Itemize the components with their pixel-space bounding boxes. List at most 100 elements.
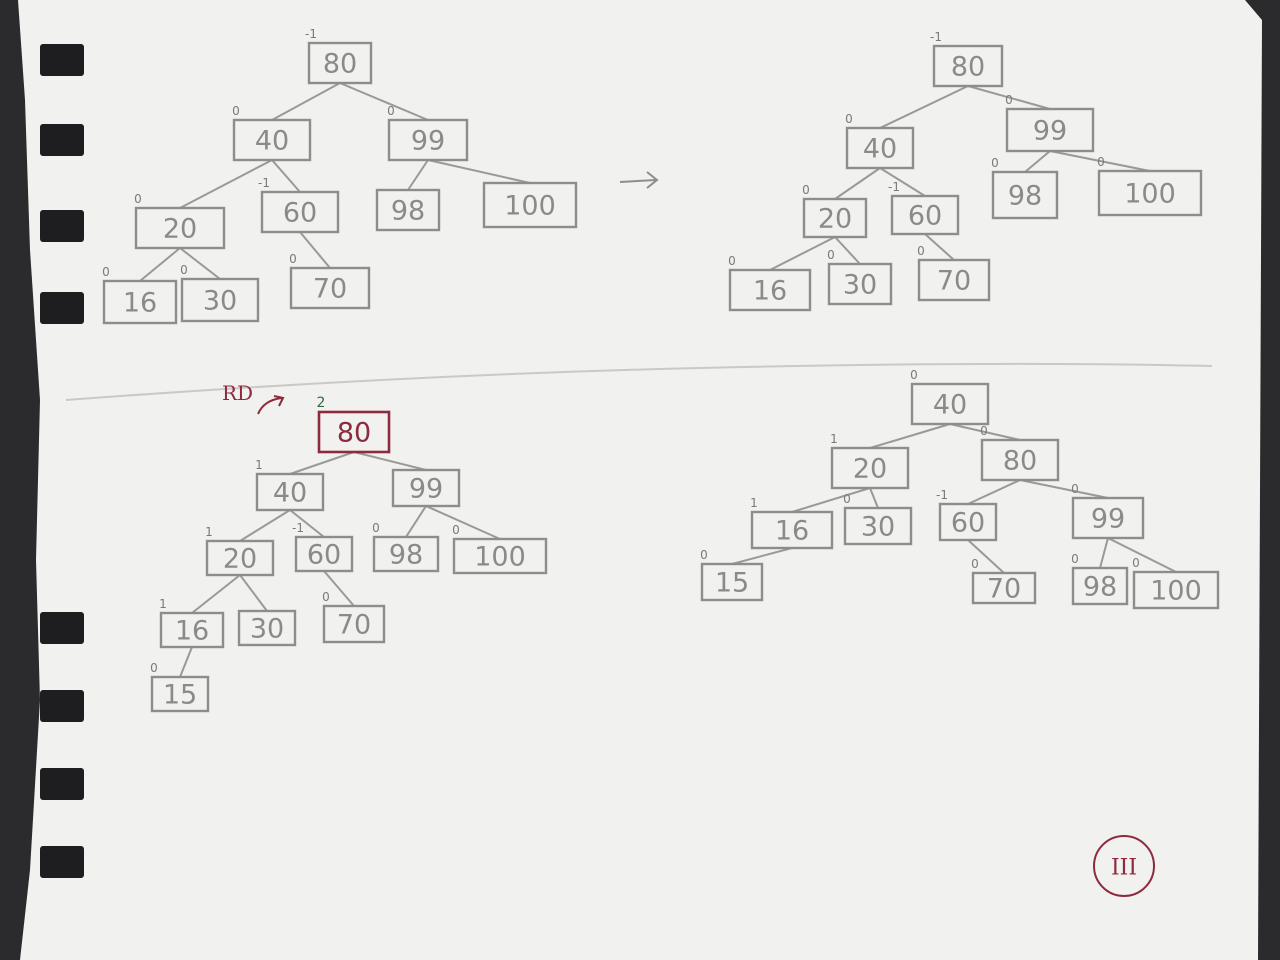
node-box [205,539,275,577]
balance-factor: 0 [372,521,380,535]
node-label: 20 [223,544,257,575]
node-box [843,506,913,546]
node-box [971,571,1037,605]
node-label: 70 [937,266,971,297]
tree-edge [353,451,427,471]
node-box [180,277,260,323]
tree-node-20: 200 [134,192,226,250]
tree-node-98: 98 [375,188,441,232]
node-label: 98 [389,540,423,571]
node-label: 98 [1083,572,1117,603]
balance-factor: 0 [700,548,708,562]
balance-factor: 0 [910,368,918,382]
node-label: 20 [853,454,887,485]
balance-factor: -1 [930,30,942,44]
tree-node-15: 150 [700,548,764,602]
node-label: 70 [987,574,1021,605]
node-box [255,472,325,512]
node-box [910,382,990,426]
tree-edge [427,159,531,184]
tree-edge [179,646,193,678]
node-box [728,268,812,312]
node-label: 99 [1091,504,1125,535]
balance-factor: 0 [289,252,297,266]
node-label: 40 [273,478,307,509]
tree-edge [924,233,955,261]
node-label: 60 [307,540,341,571]
node-label: 16 [753,276,787,307]
page-number-stamp: III [1093,835,1155,897]
balance-factor: 0 [728,254,736,268]
tree-edge [191,574,241,614]
balance-factor: 0 [1097,155,1105,169]
tree-node-30: 300 [827,248,893,306]
node-box [159,611,225,649]
tree-edge [239,574,268,612]
tree-edge [323,570,355,607]
node-box [237,609,297,647]
tree-edge [339,82,429,121]
node-box [802,197,868,239]
tree-edge [1049,150,1151,172]
tree-node-80: 80-1 [305,27,373,85]
node-label: 60 [908,201,942,232]
node-label: 100 [504,191,556,222]
tree-node-70: 70 0 [971,557,1037,605]
node-label: 80 [337,418,371,449]
tree-node-60: 60-1 [936,488,998,542]
node-box [938,502,998,542]
node-box [932,44,1004,88]
transform-arrow-icon [619,171,659,189]
tree-edge [407,159,429,191]
tree-node-80: 80-1 [930,30,1004,88]
tree-edge [239,509,291,542]
balance-factor: 0 [1005,93,1013,107]
balance-factor: -1 [292,521,304,535]
tree-edge [179,159,273,209]
tree-edge [869,423,951,449]
node-box [1071,566,1129,606]
node-label: 40 [933,390,967,421]
balance-factor: 0 [322,590,330,604]
balance-factor: 0 [387,104,395,118]
tree-edge [834,236,861,265]
node-box [391,468,461,508]
node-box [845,126,915,170]
paper-sheet [18,0,1262,960]
tree-node-40: 400 [845,112,915,170]
tree-edge [299,231,331,269]
tree-node-60: 60-1 [888,180,960,236]
balance-factor: 1 [750,496,758,510]
tree-node-80: 800 [980,424,1060,482]
node-label: 70 [337,610,371,641]
tree-edge [1024,150,1051,173]
tree-node-60: 60-1 [292,521,354,573]
tree-edge [425,505,501,540]
tree-node-20: 201 [205,525,275,577]
tree-node-98: 980 [991,156,1059,220]
tree-edge [791,487,871,513]
balance-factor: 0 [971,557,979,571]
balance-factor: 0 [180,263,188,277]
node-label: 20 [818,204,852,235]
node-label: 60 [951,508,985,539]
balance-factor: 1 [830,432,838,446]
tree-node-20: 200 [802,183,868,239]
balance-factor: 0 [917,244,925,258]
tree-node-30: 300 [843,492,913,546]
node-box [980,438,1060,482]
node-label: 100 [474,542,526,573]
tree-node-80: 802 [317,395,391,454]
section-divider [65,362,1213,401]
node-label: 99 [409,474,443,505]
tree-node-70: 70 0 [917,244,991,302]
binding-holes [40,44,84,878]
balance-factor: 0 [134,192,142,206]
node-label: 16 [775,516,809,547]
node-box [317,410,391,454]
tree-edge [271,159,301,193]
